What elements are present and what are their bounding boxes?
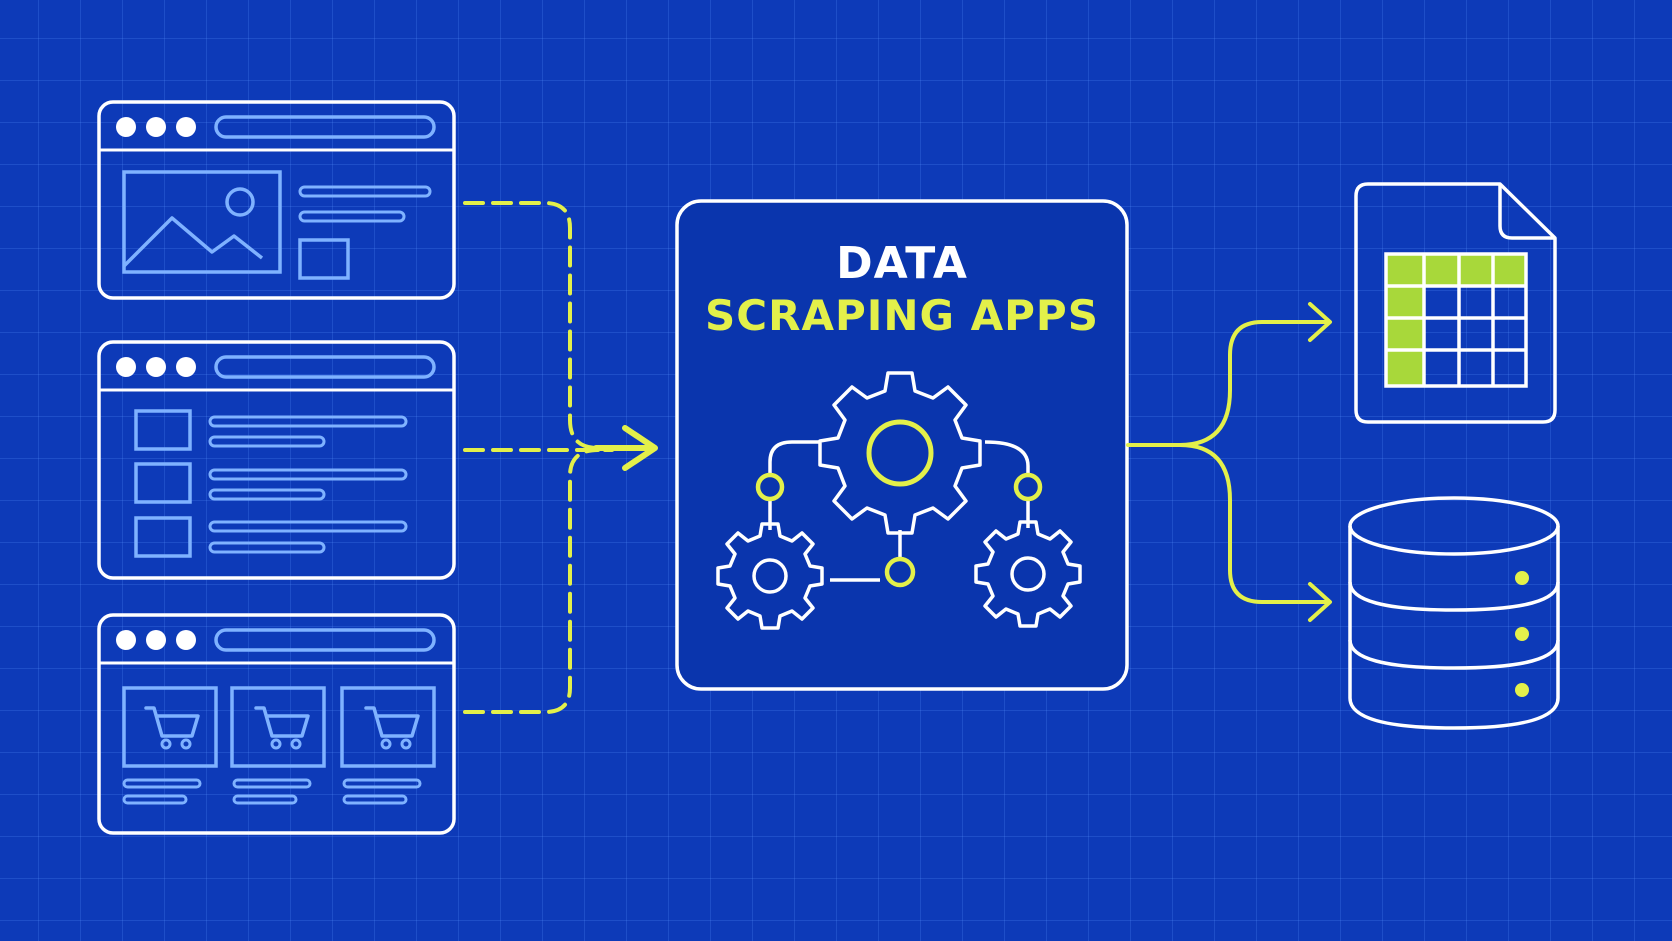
source-shop-page: [97, 613, 456, 835]
arrow-right-icon: [1308, 582, 1332, 622]
shopping-cart-icon: [122, 686, 436, 805]
connector-image-page: [463, 201, 612, 450]
scraping-app-box: DATA SCRAPING APPS: [675, 199, 1129, 691]
arrow-right-icon: [1308, 302, 1332, 342]
app-title-line1: DATA: [836, 238, 968, 289]
address-bar: [214, 628, 436, 652]
spreadsheet-icon: [1354, 182, 1557, 424]
database-icon: [1348, 496, 1560, 730]
circuit-nodes: [755, 472, 1043, 588]
window-dots-icon: [116, 630, 196, 650]
source-image-page: [97, 100, 456, 300]
address-bar: [214, 115, 436, 139]
window-dots-icon: [116, 117, 196, 137]
input-connectors: [463, 201, 614, 714]
list-icon: [134, 409, 408, 558]
database-status-dots: [1515, 571, 1529, 697]
output-connectors: [1126, 302, 1332, 622]
window-dots-icon: [116, 357, 196, 377]
address-bar: [214, 355, 436, 379]
image-icon: [122, 170, 282, 274]
small-gear-left-icon: [716, 522, 824, 630]
connector-shop-page: [463, 448, 600, 714]
small-gear-right-icon: [974, 520, 1082, 628]
app-title-line2: SCRAPING APPS: [705, 291, 1099, 340]
large-gear-icon: [818, 371, 982, 535]
source-list-page: [97, 340, 456, 580]
